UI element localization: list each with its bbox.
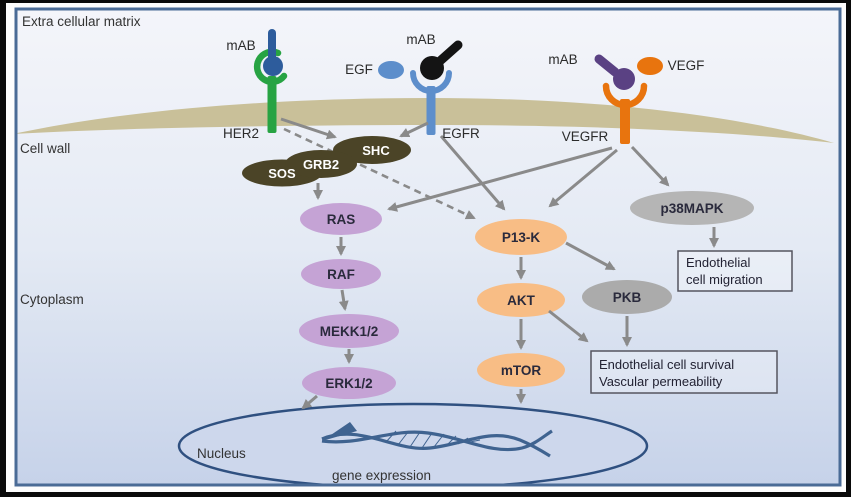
arrow-erk12-to-nucleus [301, 394, 318, 410]
her2-receptor-icon [253, 29, 288, 133]
egfr-mab-label: mAB [406, 32, 435, 47]
her2-mab-label: mAB [226, 38, 255, 53]
node-grb2 [285, 150, 357, 178]
vegfr-mab-stick-icon [594, 54, 620, 77]
egf-label: EGF [345, 62, 373, 77]
node-p38mapk [630, 191, 754, 225]
node-raf [301, 259, 381, 289]
dna-icon [321, 422, 553, 458]
migration-outcome-box [677, 250, 793, 292]
node-shc-label: SHC [362, 143, 390, 158]
vegfr-mab-head-icon [613, 68, 635, 90]
vegf-ligand-icon [637, 57, 663, 75]
node-pi3k [475, 219, 567, 255]
egfr-label: EGFR [442, 126, 480, 141]
gene-expression-label: gene expression [332, 468, 431, 483]
survival-line1: Endothelial cell survival [599, 357, 734, 372]
egfr-stem [426, 86, 436, 135]
arrow-raf-to-mekk12 [338, 289, 349, 311]
node-p38mapk-label: p38MAPK [660, 201, 723, 216]
arrow-her2-to-shc [280, 117, 337, 140]
vegfr-receptor-icon [594, 54, 663, 144]
node-shc [333, 136, 411, 164]
survival-line2: Vascular permeability [599, 374, 723, 389]
nucleus-ellipse [177, 402, 649, 484]
nucleus-label: Nucleus [197, 446, 246, 461]
migration-line2: cell migration [686, 272, 763, 287]
arrow-vegfr-to-pi3k [548, 148, 618, 208]
node-mekk12-label: MEKK1/2 [320, 324, 379, 339]
vegfr-label: VEGFR [562, 129, 609, 144]
egfr-mab-stick-icon [435, 40, 463, 66]
arrow-vegfr-to-ras [387, 146, 613, 212]
her2-mab-head-icon [263, 56, 283, 76]
node-ras-label: RAS [327, 212, 356, 227]
node-akt-label: AKT [507, 293, 535, 308]
vegf-label: VEGF [668, 58, 705, 73]
egf-ligand-icon [378, 61, 404, 79]
egfr-mab-head-icon [420, 56, 444, 80]
node-erk12-label: ERK1/2 [325, 376, 372, 391]
cytoplasm-label: Cytoplasm [20, 292, 84, 307]
node-akt [477, 283, 565, 317]
survival-outcome-box [590, 350, 778, 394]
vegfr-stem [620, 99, 630, 144]
node-pkb-label: PKB [613, 290, 642, 305]
signal-arrows [280, 117, 719, 410]
kinase-nodes: RAS RAF MEKK1/2 ERK1/2 P13-K AKT mTOR PK… [299, 191, 754, 399]
her2-stem [267, 76, 277, 133]
arrow-her2-to-pi3k-dashed [283, 127, 476, 220]
migration-line1: Endothelial [686, 255, 750, 270]
node-mtor [477, 353, 565, 387]
egfr-receptor-icon [378, 40, 463, 135]
node-ras [300, 203, 382, 235]
node-pi3k-label: P13-K [502, 230, 541, 245]
extracellular-matrix-label: Extra cellular matrix [22, 14, 141, 29]
arrow-egfr-to-pi3k [439, 135, 506, 211]
node-mekk12 [299, 314, 399, 348]
arrow-vegfr-to-p38mapk [630, 145, 670, 187]
node-mtor-label: mTOR [501, 363, 542, 378]
arrow-egfr-to-shc [399, 121, 429, 138]
node-raf-label: RAF [327, 267, 355, 282]
arrow-pi3k-to-pkb [565, 241, 616, 271]
node-pkb [582, 280, 672, 314]
cell-wall-label: Cell wall [20, 141, 70, 156]
arrow-akt-to-survival [548, 309, 589, 343]
node-erk12 [302, 367, 396, 399]
node-grb2-label: GRB2 [303, 157, 339, 172]
her2-label: HER2 [223, 126, 259, 141]
vegfr-binding-cup [602, 82, 648, 109]
egfr-binding-cup [410, 70, 452, 94]
node-sos-label: SOS [268, 166, 296, 181]
vegfr-mab-label: mAB [548, 52, 577, 67]
